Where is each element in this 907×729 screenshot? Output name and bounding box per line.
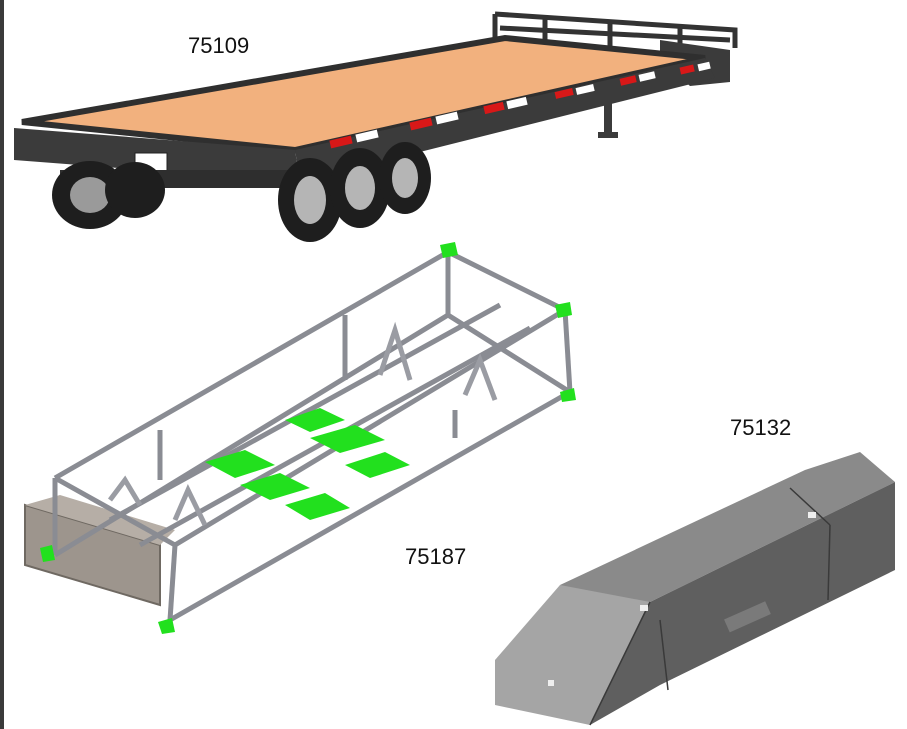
cover-markers	[548, 512, 816, 686]
cover-side-face	[590, 482, 895, 725]
cover-top-face	[560, 452, 895, 620]
frame-brackets	[108, 321, 498, 527]
cover-logo-plate	[724, 601, 771, 633]
cover-front-slope	[495, 585, 650, 725]
frame-part-number: 75187	[405, 544, 467, 569]
trailer-part-number: 75109	[188, 33, 250, 58]
frame-end-box	[24, 503, 161, 607]
window-left-border	[0, 0, 4, 729]
cover-part-number: 75132	[730, 415, 792, 440]
green-support-pads	[40, 242, 576, 634]
jack-stand	[604, 92, 612, 134]
trailer-wheels	[52, 142, 431, 242]
cover-seams	[589, 487, 831, 726]
side-reflectors	[329, 61, 711, 149]
